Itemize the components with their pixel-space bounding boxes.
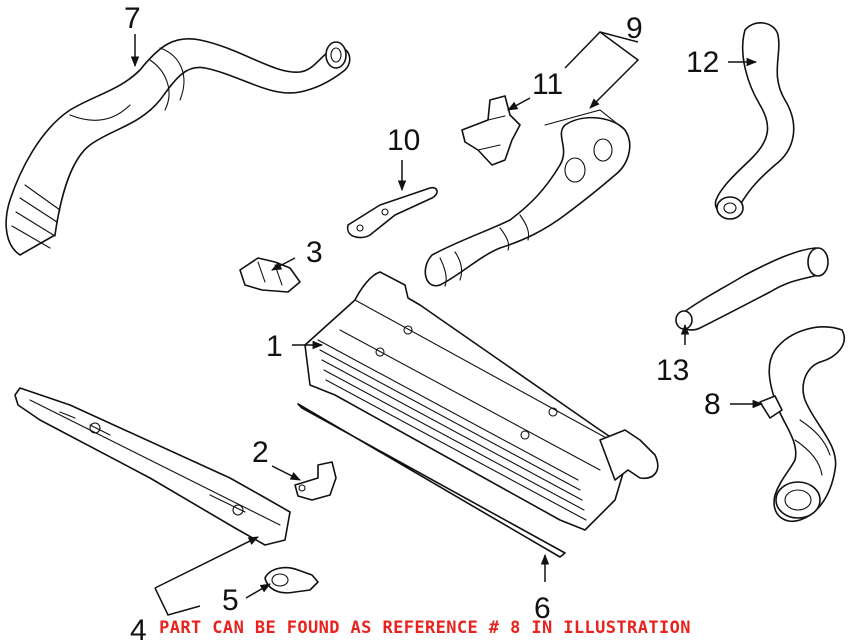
callout-11: 11 xyxy=(532,68,563,101)
part-8-boost-hose xyxy=(759,326,845,522)
callout-6: 6 xyxy=(534,592,551,625)
callout-1: 1 xyxy=(266,330,283,363)
callout-2: 2 xyxy=(252,436,269,469)
part-6-seal-strip xyxy=(297,403,566,558)
part-4-air-deflector xyxy=(14,387,291,546)
reference-note: PART CAN BE FOUND AS REFERENCE # 8 IN IL… xyxy=(159,618,691,638)
callout-labels: 7 9 12 11 10 3 1 13 8 2 5 6 4 xyxy=(124,2,721,644)
part-12-hose xyxy=(714,22,795,220)
part-9-intake-pipe xyxy=(424,109,631,287)
callout-7: 7 xyxy=(124,2,141,35)
callout-13: 13 xyxy=(656,354,689,387)
part-11-sensor xyxy=(461,95,521,166)
callout-10: 10 xyxy=(387,124,420,157)
part-13-hose xyxy=(675,247,829,331)
callout-9: 9 xyxy=(626,12,643,45)
part-5-clip xyxy=(264,566,319,594)
callout-5: 5 xyxy=(222,584,239,617)
leader-lines xyxy=(130,31,764,616)
part-7-charge-pipe xyxy=(5,38,351,256)
callout-4: 4 xyxy=(130,614,147,644)
part-3-clip xyxy=(239,257,301,293)
callout-8: 8 xyxy=(704,388,721,421)
callout-12: 12 xyxy=(686,46,719,79)
part-2-bracket xyxy=(294,461,337,501)
part-10-bracket xyxy=(346,186,438,239)
callout-3: 3 xyxy=(306,236,323,269)
part-1-intercooler xyxy=(304,271,659,531)
